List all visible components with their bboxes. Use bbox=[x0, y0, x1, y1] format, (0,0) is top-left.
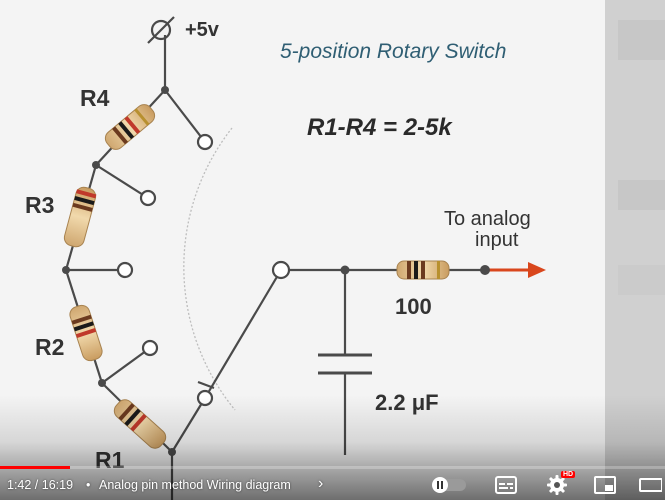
capacitor bbox=[318, 353, 372, 375]
label-r3: R3 bbox=[25, 192, 54, 218]
output-label-line2: input bbox=[475, 229, 519, 251]
chapter-title[interactable]: Analog pin method Wiring diagram bbox=[99, 478, 291, 492]
time-separator: • bbox=[86, 478, 91, 492]
miniplayer-icon bbox=[594, 476, 616, 494]
gear-icon bbox=[547, 475, 567, 495]
switch-arc bbox=[183, 127, 236, 411]
theater-mode-button[interactable] bbox=[635, 472, 665, 498]
series-resistor-label: 100 bbox=[395, 294, 432, 319]
miniplayer-button[interactable] bbox=[590, 472, 620, 498]
autoplay-toggle-icon bbox=[432, 477, 466, 493]
chapter-chevron-icon[interactable]: › bbox=[318, 475, 324, 492]
theater-mode-icon bbox=[639, 478, 662, 492]
label-r2: R2 bbox=[35, 334, 64, 360]
time-display: 1:42 / 16:19 bbox=[7, 478, 74, 492]
player-controls: 1:42 / 16:19 • Analog pin method Wiring … bbox=[0, 466, 665, 500]
resistor-r3 bbox=[63, 186, 97, 248]
resistor-r2 bbox=[69, 304, 103, 362]
formula-label: R1-R4 = 2-5k bbox=[307, 114, 453, 141]
label-r4: R4 bbox=[80, 85, 110, 111]
progress-bar[interactable] bbox=[0, 466, 665, 469]
diagram-title: 5-position Rotary Switch bbox=[280, 40, 506, 63]
supply-label: +5v bbox=[185, 19, 220, 41]
resistor-100 bbox=[396, 260, 450, 280]
supply-terminal bbox=[147, 16, 175, 44]
settings-button[interactable]: HD bbox=[540, 471, 576, 498]
hd-badge: HD bbox=[561, 471, 576, 478]
subtitles-icon bbox=[495, 476, 517, 494]
output-label-line1: To analog bbox=[444, 208, 531, 230]
output-arrow bbox=[485, 262, 546, 278]
autoplay-toggle[interactable] bbox=[430, 472, 468, 498]
resistor-r4 bbox=[104, 104, 156, 150]
subtitles-button[interactable] bbox=[492, 472, 520, 498]
progress-bar-played bbox=[0, 466, 70, 469]
